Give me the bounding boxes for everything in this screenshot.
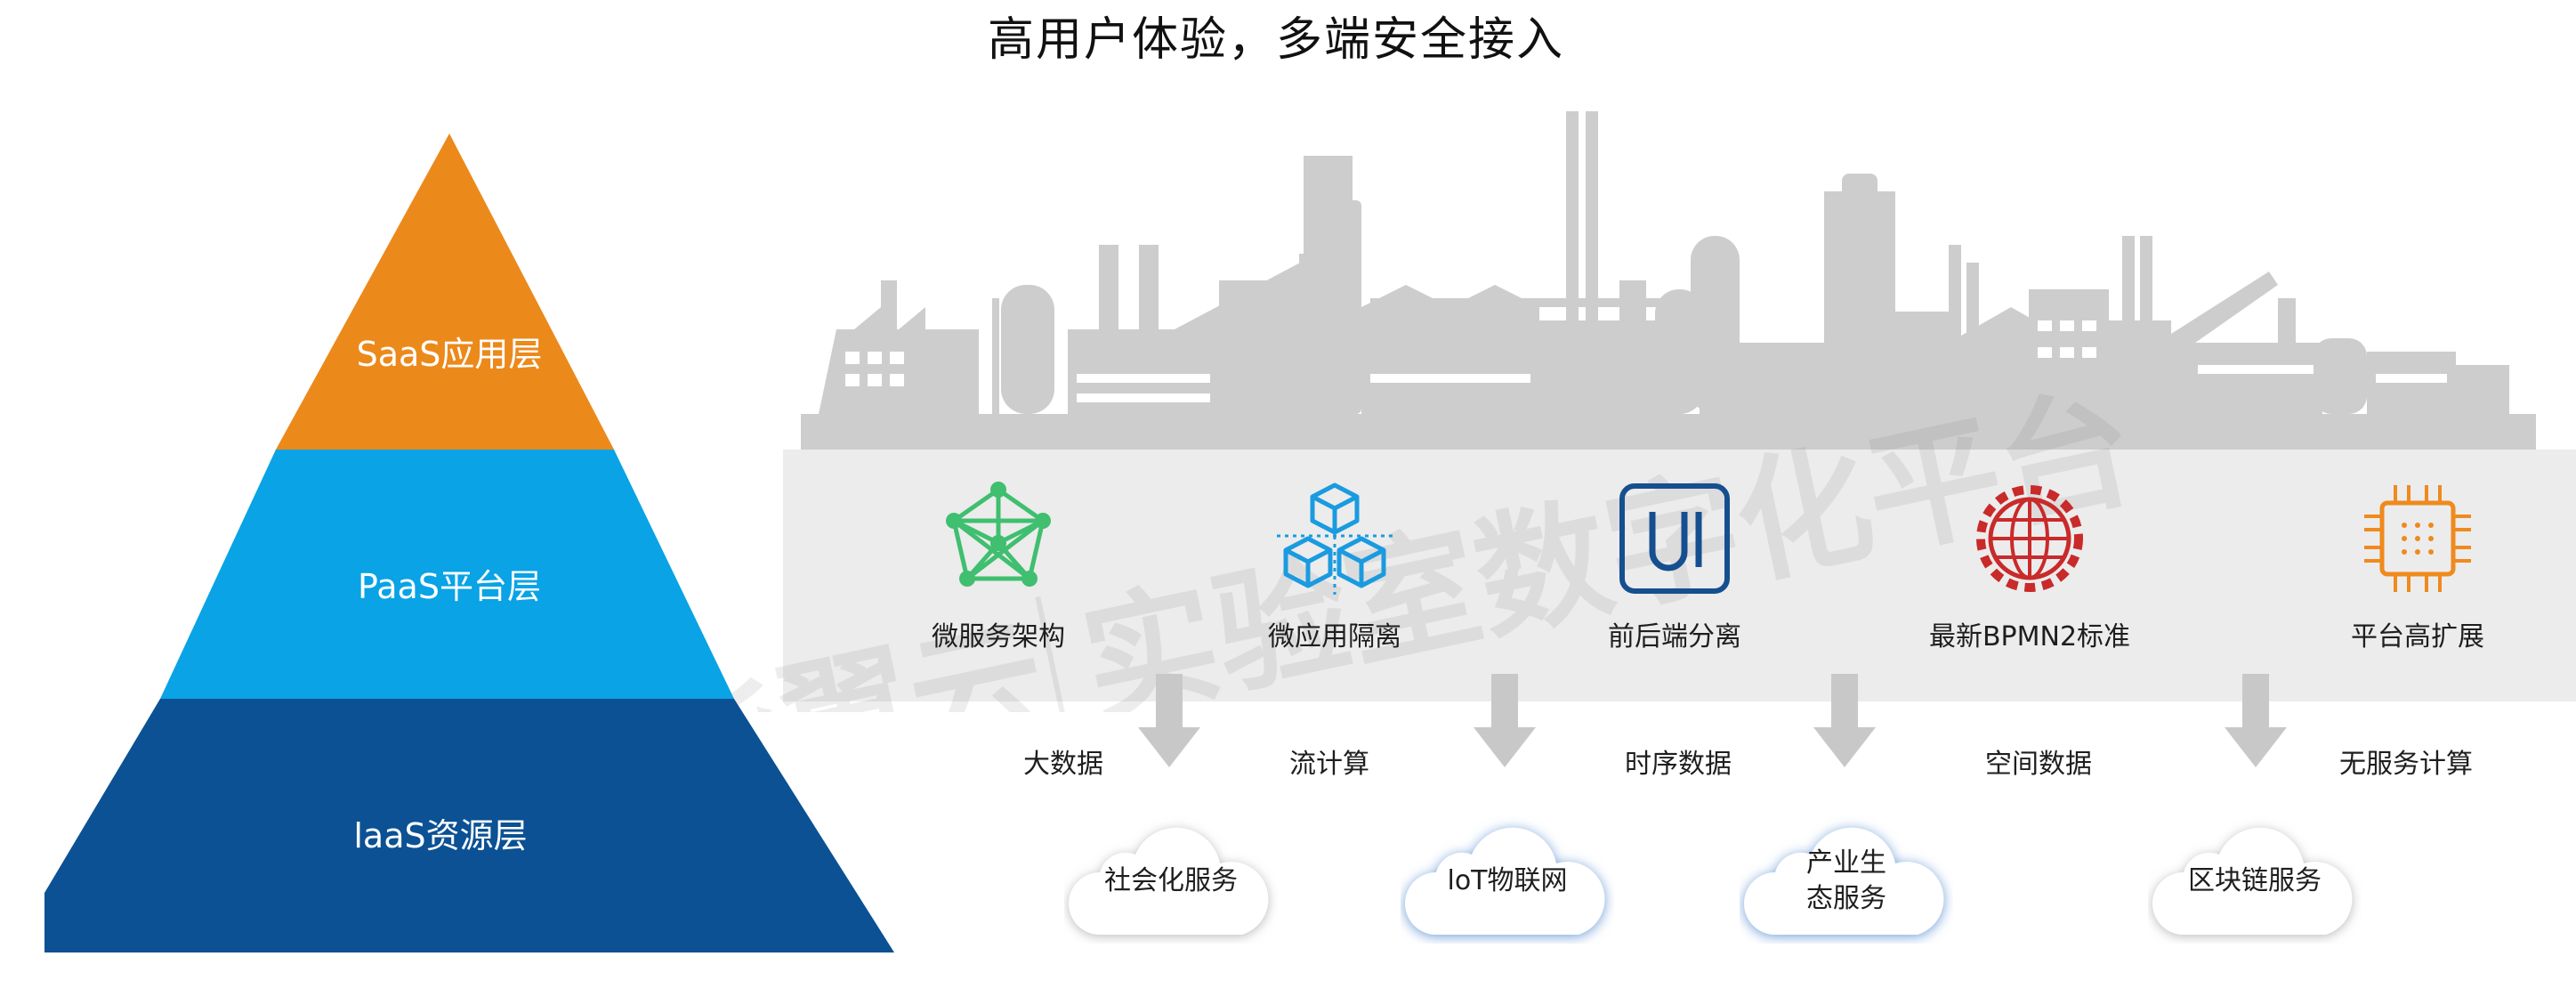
tech-label: 大数据 [1023,749,1103,780]
iaas-layer-label: laaS资源层 [353,816,528,855]
feature-label: 最新BPMN2标准 [1928,621,2131,653]
cloud-icon [1405,827,1605,935]
cloud-icon [1744,827,1944,935]
factory-skyline-icon [801,111,2536,450]
cloud-iot: loT物联网 [1401,801,1614,944]
iaas-layer-shape [44,699,894,952]
platform-band [783,450,2576,701]
paas-layer-label: PaaS平台层 [358,567,541,606]
feature-label: 微服务架构 [932,621,1065,653]
network-mesh-icon [946,482,1051,587]
cloud-label-line2: 态服务 [1806,883,1886,914]
feature-bpmn: 最新BPMN2标准 [1914,481,2145,653]
down-arrow-icon [1138,674,1200,767]
cloud-icon [2152,827,2353,935]
paas-layer-shape [160,450,734,699]
cloud-blockchain: 区块链服务 [2148,801,2362,944]
feature-label: 前后端分离 [1608,621,1741,653]
tech-label: 时序数据 [1625,749,1732,780]
down-arrow-icon [1813,674,1876,767]
tech-label: 空间数据 [1985,749,2092,780]
ui-box-icon [1619,483,1730,594]
cloud-label: loT物联网 [1447,865,1568,896]
feature-label: 平台高扩展 [2351,621,2484,653]
feature-label: 微应用隔离 [1268,621,1401,653]
feature-frontend-backend: 前后端分离 [1559,481,1790,653]
cloud-label: 区块链服务 [2188,865,2322,896]
cloud-label-line1: 产业生 [1806,847,1886,879]
chip-icon [2364,485,2471,592]
cloud-label: 社会化服务 [1104,865,1238,896]
cloud-social-service: 社会化服务 [1064,801,1278,944]
cloud-industry-ecosystem: 产业生态服务 [1740,801,1953,944]
tech-label: 流计算 [1289,749,1369,780]
feature-micro-app: 微应用隔离 [1219,481,1450,653]
down-arrow-icon [1474,674,1536,767]
saas-layer-label: SaaS应用层 [356,335,543,374]
title-text: 高用户体验，多端安全接入 [988,13,1565,67]
cloud-icon [1069,827,1269,935]
tech-label: 无服务计算 [2339,749,2473,780]
cloud-label: 产业生态服务 [1740,801,1953,944]
saas-layer-shape [276,134,614,450]
cubes-icon [1277,482,1393,595]
globe-gear-icon [1976,485,2083,592]
feature-extensibility: 平台高扩展 [2302,481,2533,653]
pyramid-diagram [44,134,894,952]
feature-microservice: 微服务架构 [883,481,1114,653]
down-arrow-icon [2225,674,2287,767]
